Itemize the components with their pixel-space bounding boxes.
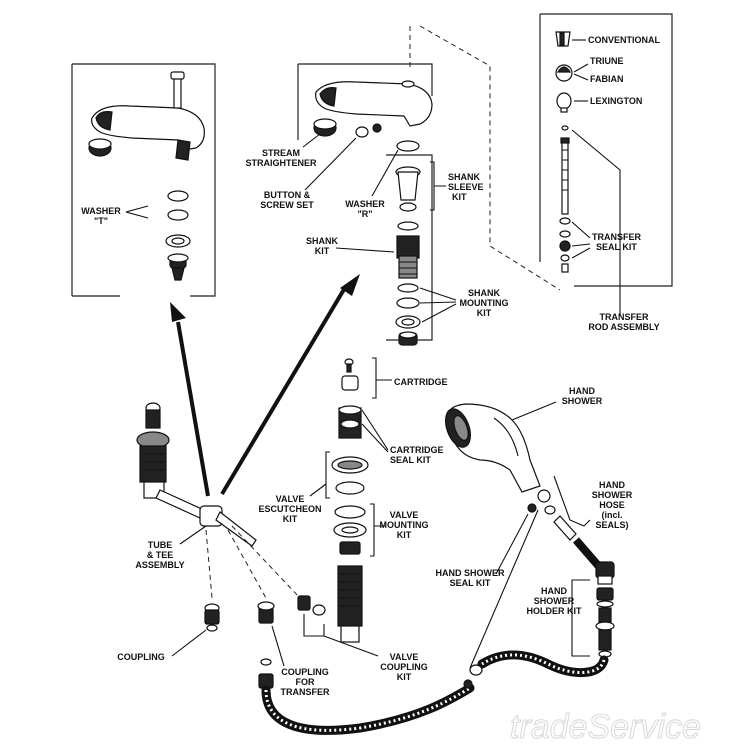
label-lexington: LEXINGTON — [590, 96, 642, 106]
tube-tee-assembly — [155, 489, 257, 547]
label-stream-1: STREAM — [262, 148, 300, 158]
left-spout — [91, 71, 205, 161]
label-button-2: SCREW SET — [260, 200, 314, 210]
label-valve-mounting-2: MOUNTING — [380, 520, 429, 530]
label-tube-tee-2: & TEE — [147, 550, 174, 560]
watermark: tradeService — [510, 708, 701, 746]
label-shank-sleeve-2: SLEEVE — [448, 182, 484, 192]
transfer-rod-box: CONVENTIONAL TRIUNE FABIAN LEXINGTON TRA… — [539, 13, 673, 332]
label-coupling-transfer-3: TRANSFER — [281, 687, 330, 697]
label-valve-coupling-3: KIT — [397, 672, 412, 682]
transfer-rod — [559, 137, 571, 273]
valve-escutcheon — [331, 456, 369, 495]
coupling-for-transfer — [257, 601, 275, 689]
label-valve-mounting-3: KIT — [397, 530, 412, 540]
button-screw-parts — [355, 123, 382, 138]
label-shank-mount-2: MOUNTING — [460, 298, 509, 308]
label-valve-mounting-1: VALVE — [390, 510, 419, 520]
label-holder-1: HAND — [541, 586, 567, 596]
left-stream-straightener — [88, 138, 112, 157]
label-valve-coupling-1: VALVE — [390, 652, 419, 662]
left-spout-box: WASHER "T" — [71, 63, 216, 297]
transfer-clip — [561, 125, 569, 131]
label-conventional: CONVENTIONAL — [588, 35, 661, 45]
label-tube-tee-3: ASSEMBLY — [135, 560, 184, 570]
hand-shower — [445, 403, 541, 493]
label-transfer-seal-2: SEAL KIT — [596, 242, 637, 252]
label-shank-sleeve-1: SHANK — [448, 172, 481, 182]
shower-hose-lower — [477, 650, 609, 678]
label-shank-mount-3: KIT — [477, 308, 492, 318]
label-washer-t-2: "T" — [94, 216, 108, 226]
label-transfer-seal-1: TRANSFER — [592, 232, 641, 242]
label-triune: TRIUNE — [590, 56, 624, 66]
label-escutcheon-2: ESCUTCHEON — [258, 504, 321, 514]
center-spout — [315, 80, 433, 127]
label-hose-3: HOSE — [599, 500, 625, 510]
label-fabian: FABIAN — [590, 74, 624, 84]
label-hose-5: SEALS) — [595, 520, 628, 530]
label-hose-1: HAND — [599, 480, 625, 490]
knob-lexington — [556, 92, 572, 113]
shank-sleeve — [395, 166, 421, 212]
shank-mounting-parts — [395, 283, 421, 346]
label-transfer-rod-2: ROD ASSEMBLY — [588, 322, 659, 332]
label-escutcheon-1: VALVE — [276, 494, 305, 504]
shank — [396, 221, 420, 279]
hose-seal-bottom — [469, 664, 483, 676]
hand-shower-seals — [527, 489, 556, 515]
label-cartridge: CARTRIDGE — [394, 377, 448, 387]
valve-mounting — [333, 505, 367, 555]
label-hs-seal-1: HAND SHOWER — [436, 568, 505, 578]
label-transfer-rod-1: TRANSFER — [600, 312, 649, 322]
valve-body-center — [337, 565, 363, 643]
label-cartridge-seal-1: CARTRIDGE — [390, 445, 444, 455]
label-stream-2: STRAIGHTENER — [245, 158, 317, 168]
label-holder-2: SHOWER — [534, 596, 575, 606]
cartridge — [338, 358, 362, 439]
label-tube-tee-1: TUBE — [148, 540, 173, 550]
label-hose-4: (incl. — [601, 510, 622, 520]
center-spout-box: STREAM STRAIGHTENER BUTTON & SCREW SET W… — [245, 63, 509, 346]
label-washer-r-2: "R" — [357, 209, 372, 219]
label-holder-3: HOLDER KIT — [527, 606, 583, 616]
coupling — [204, 603, 220, 632]
arrows — [170, 274, 360, 497]
valve-coupling-parts — [297, 595, 326, 616]
label-hs-seal-2: SEAL KIT — [450, 578, 491, 588]
label-shank-mount-1: SHANK — [468, 288, 501, 298]
hose-nut-bottom — [463, 679, 473, 689]
knob-triune — [555, 64, 573, 82]
label-coupling-transfer-1: COUPLING — [281, 667, 329, 677]
label-shank-sleeve-3: KIT — [452, 192, 467, 202]
dashed-guides-tee — [205, 525, 301, 599]
label-hand-shower-2: SHOWER — [562, 396, 603, 406]
dashed-guide-transfer — [409, 25, 561, 291]
washer-r — [396, 140, 420, 152]
label-button-1: BUTTON & — [264, 190, 311, 200]
knob-conventional — [555, 31, 571, 47]
center-stream-straightener — [313, 118, 337, 137]
label-shank-kit-1: SHANK — [306, 236, 339, 246]
label-coupling: COUPLING — [117, 652, 165, 662]
label-valve-coupling-2: COUPLING — [380, 662, 428, 672]
valve-body-left — [136, 402, 170, 499]
label-escutcheon-3: KIT — [283, 514, 298, 524]
label-washer-r-1: WASHER — [345, 199, 385, 209]
label-coupling-transfer-2: FOR — [296, 677, 315, 687]
label-washer-t-1: WASHER — [81, 206, 121, 216]
label-cartridge-seal-2: SEAL KIT — [390, 455, 431, 465]
left-parts-stack — [165, 190, 191, 281]
label-shank-kit-2: KIT — [315, 246, 330, 256]
label-hose-2: SHOWER — [592, 490, 633, 500]
label-hand-shower-1: HAND — [569, 386, 595, 396]
